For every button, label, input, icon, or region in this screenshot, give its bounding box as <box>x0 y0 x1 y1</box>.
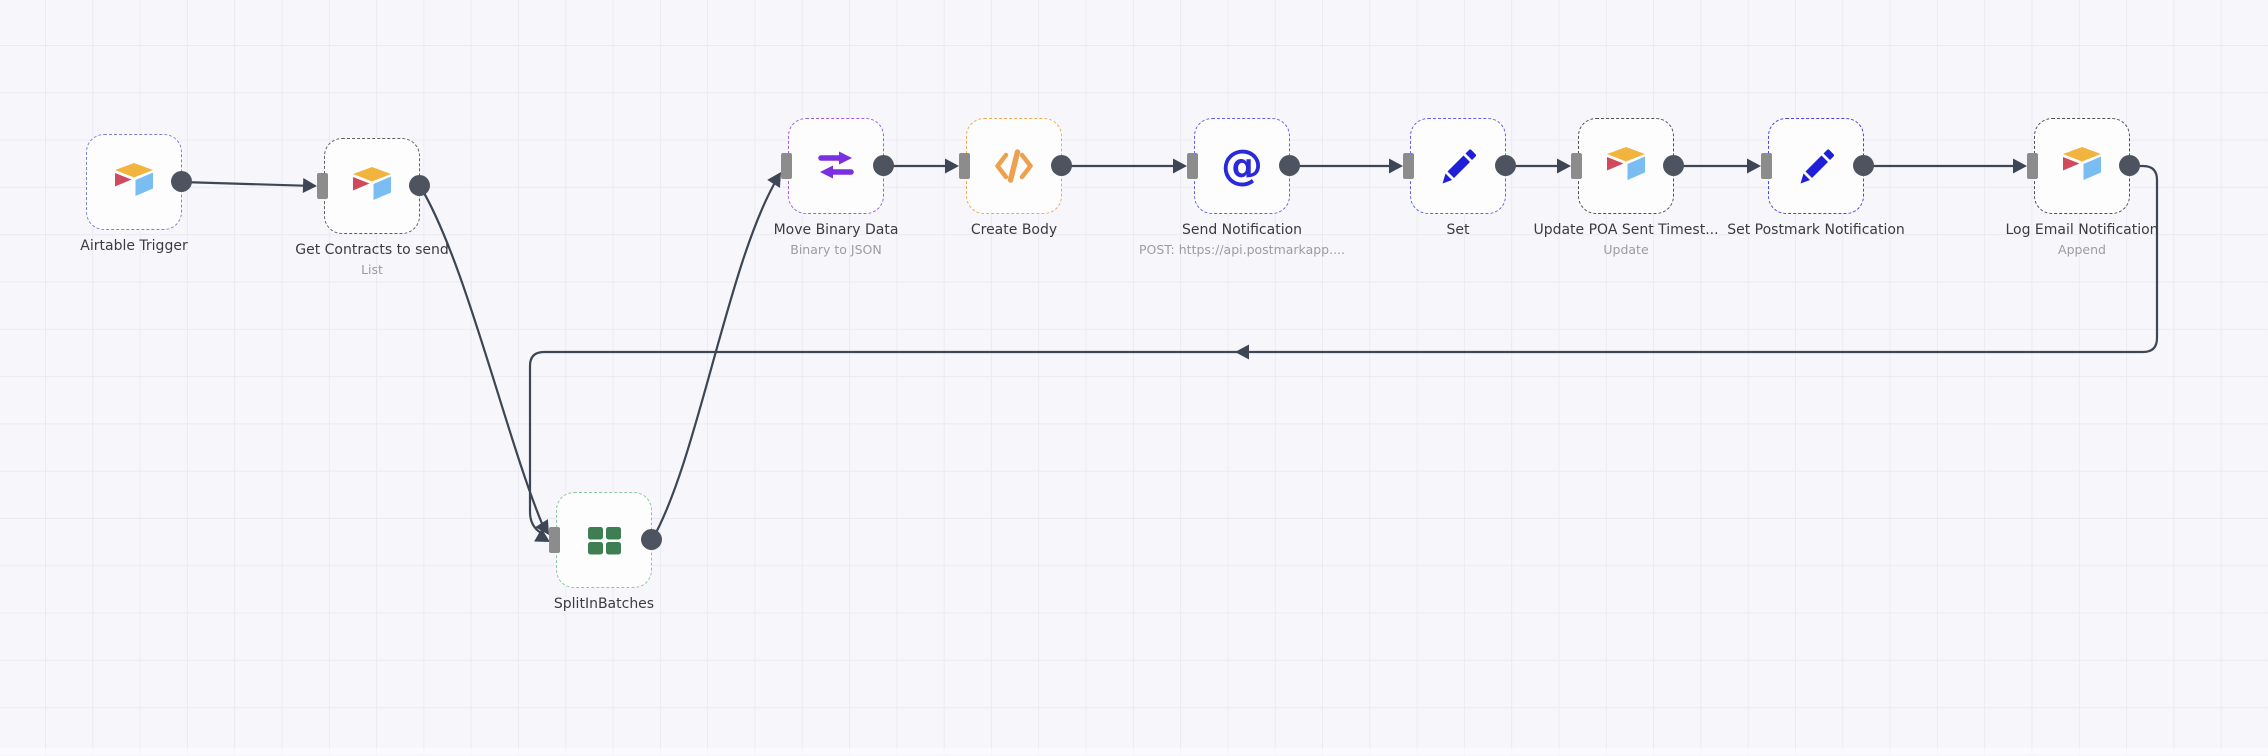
node-box[interactable] <box>788 118 884 214</box>
input-port[interactable] <box>959 153 970 179</box>
node-label: Create Body <box>970 222 1058 238</box>
node-split-in-batches: SplitInBatches <box>549 492 662 612</box>
node-subtitle: Append <box>2058 242 2106 257</box>
batches-grid-icon <box>580 516 628 564</box>
swap-arrows-icon <box>812 142 860 190</box>
node-label: Log Email Notification <box>2005 222 2159 238</box>
node-label: SplitInBatches <box>553 596 655 612</box>
output-port[interactable] <box>1853 155 1874 176</box>
connection-arrow-icon <box>2013 158 2027 174</box>
input-port[interactable] <box>549 527 560 553</box>
connection-arrow-icon <box>1747 158 1761 174</box>
input-port[interactable] <box>2027 153 2038 179</box>
input-port[interactable] <box>317 173 328 199</box>
output-port[interactable] <box>1495 155 1516 176</box>
airtable-icon <box>110 158 158 206</box>
node-set-postmark-notification: Set Postmark Notification <box>1727 118 1905 238</box>
node-label: Set <box>1446 222 1470 238</box>
node-label: Airtable Trigger <box>80 238 188 254</box>
output-port[interactable] <box>641 529 662 550</box>
input-port[interactable] <box>1761 153 1772 179</box>
node-box[interactable]: @ <box>1194 118 1290 214</box>
node-box[interactable] <box>1578 118 1674 214</box>
connection-split-in-batches-to-move-binary-data[interactable] <box>650 177 779 542</box>
node-box[interactable] <box>86 134 182 230</box>
connection-arrow-icon <box>302 178 317 194</box>
canvas-bottom-edge <box>0 748 2268 756</box>
airtable-icon <box>1602 142 1650 190</box>
airtable-icon <box>2058 142 2106 190</box>
node-subtitle: Update <box>1603 242 1649 257</box>
node-box[interactable] <box>324 138 420 234</box>
node-label: Move Binary Data <box>773 222 899 238</box>
output-port[interactable] <box>409 175 430 196</box>
output-port[interactable] <box>1663 155 1684 176</box>
node-box[interactable] <box>1768 118 1864 214</box>
connection-arrow-icon <box>1173 158 1187 174</box>
output-port[interactable] <box>873 155 894 176</box>
output-port[interactable] <box>1279 155 1300 176</box>
connection-arrow-icon <box>1389 158 1403 174</box>
node-label: Set Postmark Notification <box>1727 222 1905 238</box>
connection-arrow-icon <box>1235 344 1249 360</box>
node-subtitle: List <box>361 262 383 277</box>
svg-text:@: @ <box>1221 142 1263 189</box>
node-box[interactable] <box>1410 118 1506 214</box>
connection-arrow-icon <box>535 519 549 535</box>
node-label: Update POA Sent Timest... <box>1533 222 1719 238</box>
node-box[interactable] <box>966 118 1062 214</box>
code-icon <box>990 142 1038 190</box>
node-label: Get Contracts to send <box>295 242 449 258</box>
node-box[interactable] <box>2034 118 2130 214</box>
output-port[interactable] <box>171 171 192 192</box>
connection-arrow-icon <box>534 528 550 542</box>
connection-log-email-notification-to-split-in-batches[interactable] <box>528 164 2159 539</box>
node-set: Set <box>1403 118 1516 238</box>
pencil-icon <box>1434 142 1482 190</box>
node-update-poa-sent-timestamp: Update POA Sent Timest... Update <box>1533 118 1719 257</box>
node-subtitle: POST: https://api.postmarkapp.... <box>1138 242 1346 257</box>
node-create-body: Create Body <box>959 118 1072 238</box>
connection-arrow-icon <box>945 158 959 174</box>
connection-arrow-icon <box>767 172 781 188</box>
node-subtitle: Binary to JSON <box>790 242 882 257</box>
output-port[interactable] <box>2119 155 2140 176</box>
node-box[interactable] <box>556 492 652 588</box>
node-airtable-trigger: Airtable Trigger <box>80 134 192 254</box>
connection-airtable-trigger-to-get-contracts[interactable] <box>180 180 306 187</box>
at-icon: @ <box>1218 142 1266 190</box>
input-port[interactable] <box>1403 153 1414 179</box>
connection-arrow-icon <box>1557 158 1571 174</box>
output-port[interactable] <box>1051 155 1072 176</box>
airtable-icon <box>348 162 396 210</box>
input-port[interactable] <box>1187 153 1198 179</box>
input-port[interactable] <box>1571 153 1582 179</box>
connection-get-contracts-to-split-in-batches[interactable] <box>418 184 545 528</box>
node-label: Send Notification <box>1181 222 1303 238</box>
pencil-icon <box>1792 142 1840 190</box>
input-port[interactable] <box>781 153 792 179</box>
